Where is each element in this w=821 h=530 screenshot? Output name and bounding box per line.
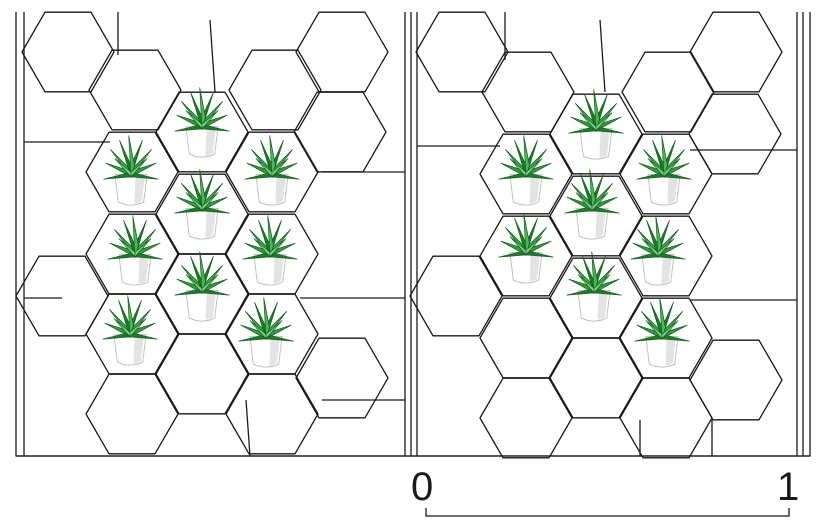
hex-cell-right-2 [621,51,715,133]
potted-plant-icon [102,134,160,206]
hex-cell-left-3 [295,11,389,93]
hex-cell-left-1 [88,49,182,131]
potted-plant-icon [635,134,693,206]
hex-cell-right-15 [689,339,783,421]
hex-cell-left-6 [155,91,249,173]
potted-plant-icon [563,168,621,240]
potted-plant-icon [241,214,299,286]
hex-cell-right-18 [619,377,713,459]
hex-cell-left-17 [155,333,249,415]
scale-bar-end-label: 1 [777,465,799,509]
hex-cell-right-8 [479,215,573,297]
potted-plant-icon [497,212,555,284]
potted-plant-icon [173,168,231,240]
potted-plant-icon [237,296,295,368]
hex-cell-left-4 [293,91,387,173]
scale-bar: 0 1 [411,465,799,517]
hex-cell-left-16 [85,373,179,455]
hex-cell-right-11 [409,255,503,337]
panel-joints-right [417,12,797,456]
potted-plant-icon [633,296,691,368]
hex-cell-right-7 [619,133,713,215]
potted-plant-icon [173,250,231,322]
hex-cell-right-1 [481,51,575,133]
potted-plant-icon [101,294,159,366]
hex-cell-right-16 [479,377,573,459]
hex-cell-left-15 [295,337,389,419]
hex-cell-left-5 [85,131,179,213]
hex-cell-right-4 [688,93,782,175]
scale-bar-line [425,508,790,517]
potted-plant-icon [567,88,625,160]
potted-plant-icon [106,214,164,286]
hex-cell-left-18 [225,373,319,455]
hex-cell-right-9 [549,175,643,257]
potted-plant-icon [629,214,687,286]
hex-cell-right-0 [415,11,509,93]
hex-cell-right-17 [549,337,643,419]
potted-plant-icon [173,86,231,158]
hex-cell-right-5 [479,133,573,215]
potted-plant-icon [565,250,623,322]
hex-cell-right-10 [619,215,713,297]
hex-cell-right-3 [689,11,783,93]
hex-cell-right-6 [549,93,643,175]
hex-cell-left-2 [228,49,322,131]
hex-cell-left-0 [21,11,115,93]
potted-plant-icon [497,134,555,206]
hex-cell-left-7 [225,131,319,213]
scale-bar-start-label: 0 [411,465,433,509]
potted-plant-icon [243,134,301,206]
